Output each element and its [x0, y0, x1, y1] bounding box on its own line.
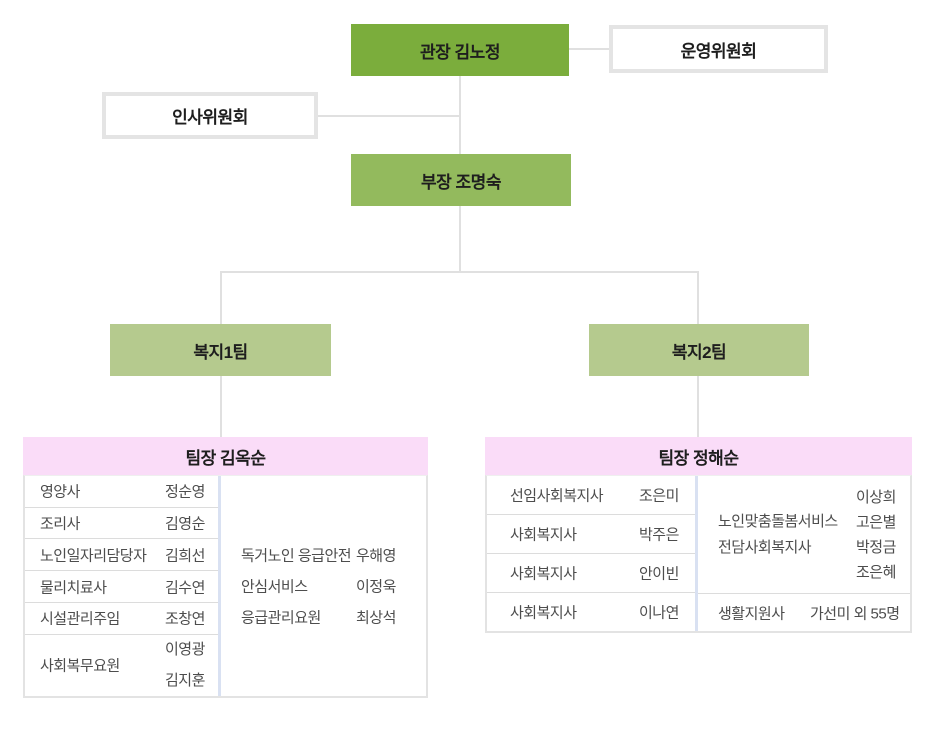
- wire-team2-table: [697, 376, 699, 437]
- member-name: 안이빈: [639, 565, 679, 583]
- table-row: 사회복무요원 이영광 김지훈: [25, 635, 218, 696]
- member-role: 생활지원사: [718, 605, 785, 622]
- hr-committee-label: 인사위원회: [172, 108, 248, 127]
- team1-members-pane: 영양사 정순영 조리사 김영순 노인일자리담당자 김희선 물리치료사 김수연 시…: [25, 476, 221, 696]
- member-role-line: 전담사회복지사: [718, 538, 812, 556]
- team1-side-pane: 독거노인 응급안전 우해영 안심서비스 이정욱 응급관리요원 최상석: [221, 476, 426, 696]
- team2-side-pane: 노인맞춤돌봄서비스 전담사회복지사 이상희 고은별 박정금 조은혜 생활지원사 …: [698, 476, 910, 631]
- team1-label: 복지1팀: [193, 342, 248, 362]
- table-row: 선임사회복지사 조은미: [487, 476, 695, 515]
- member-name: 이영광: [165, 641, 205, 659]
- steering-committee-box: 운영위원회: [609, 25, 828, 73]
- member-role: 시설관리주임: [40, 610, 120, 628]
- team2-leader-label: 팀장 정해순: [658, 448, 739, 468]
- member-name: 우해영: [356, 547, 396, 565]
- member-name: 가선미 외 55명: [810, 605, 900, 622]
- table-row: 사회복지사 이나연: [487, 593, 695, 631]
- table-row: 시설관리주임 조창연: [25, 603, 218, 635]
- table-row: 생활지원사 가선미 외 55명: [698, 593, 910, 631]
- member-role: 응급관리요원: [241, 609, 321, 627]
- member-role: 영양사: [40, 483, 80, 501]
- team2-side-group: 노인맞춤돌봄서비스 전담사회복지사 이상희 고은별 박정금 조은혜: [698, 476, 910, 593]
- wire-hr-trunk: [318, 115, 459, 117]
- member-name: 조창연: [165, 610, 205, 628]
- member-name: 박주은: [639, 526, 679, 544]
- wire-split-team1: [220, 271, 222, 324]
- member-name: 조은미: [639, 487, 679, 505]
- member-name: 이정욱: [356, 578, 396, 596]
- manager-box: 부장 조명숙: [351, 154, 571, 206]
- wire-director-steering: [569, 48, 609, 50]
- member-name: 이상희: [856, 488, 896, 506]
- wire-team1-table: [220, 376, 222, 437]
- member-name: 정순영: [165, 483, 205, 501]
- member-name: 김영순: [165, 515, 205, 533]
- team1-side-list: 독거노인 응급안전 우해영 안심서비스 이정욱 응급관리요원 최상석: [221, 476, 426, 696]
- team1-box: 복지1팀: [110, 324, 331, 376]
- team2-table-body: 선임사회복지사 조은미 사회복지사 박주은 사회복지사 안이빈 사회복지사 이나…: [485, 475, 912, 633]
- table-row: 독거노인 응급안전 우해영: [221, 540, 426, 571]
- wire-split-team2: [697, 271, 699, 324]
- table-row: 사회복지사 박주은: [487, 515, 695, 554]
- member-role: 물리치료사: [40, 579, 107, 597]
- table-row: 영양사 정순영: [25, 476, 218, 508]
- wire-split-horizontal: [220, 271, 699, 273]
- team1-leader-header: 팀장 김옥순: [23, 437, 428, 475]
- member-role: 독거노인 응급안전: [241, 547, 352, 565]
- member-role: 선임사회복지사: [510, 487, 604, 505]
- member-names: 이상희 고은별 박정금 조은혜: [856, 485, 896, 585]
- member-role: 사회복지사: [510, 526, 577, 544]
- wire-manager-split: [459, 206, 461, 272]
- member-name: 이나연: [639, 604, 679, 622]
- member-name: 최상석: [356, 609, 396, 627]
- table-row: 노인일자리담당자 김희선: [25, 539, 218, 572]
- table-row: 안심서비스 이정욱: [221, 571, 426, 602]
- member-name: 조은혜: [856, 563, 896, 581]
- director-label: 관장 김노정: [420, 42, 500, 62]
- table-row: 사회복지사 안이빈: [487, 554, 695, 593]
- table-row: 조리사 김영순: [25, 508, 218, 540]
- manager-label: 부장 조명숙: [421, 172, 501, 192]
- member-role: 노인일자리담당자: [40, 547, 147, 565]
- steering-committee-label: 운영위원회: [680, 41, 757, 61]
- member-role: 사회복지사: [510, 604, 577, 622]
- team2-table: 팀장 정해순 선임사회복지사 조은미 사회복지사 박주은 사회복지사 안이빈 사…: [485, 437, 912, 633]
- table-row: 응급관리요원 최상석: [221, 602, 426, 633]
- team2-leader-header: 팀장 정해순: [485, 437, 912, 475]
- table-row: 물리치료사 김수연: [25, 571, 218, 603]
- member-name: 김희선: [165, 547, 205, 565]
- team2-box: 복지2팀: [589, 324, 809, 376]
- team2-members-pane: 선임사회복지사 조은미 사회복지사 박주은 사회복지사 안이빈 사회복지사 이나…: [487, 476, 698, 631]
- hr-committee-box: 인사위원회: [102, 92, 318, 139]
- wire-director-manager: [459, 76, 461, 154]
- member-role: 조리사: [40, 515, 80, 533]
- member-names: 이영광 김지훈: [165, 634, 205, 696]
- director-box: 관장 김노정: [351, 24, 569, 76]
- team1-table-body: 영양사 정순영 조리사 김영순 노인일자리담당자 김희선 물리치료사 김수연 시…: [23, 475, 428, 698]
- member-name: 김지훈: [165, 672, 205, 690]
- member-name: 김수연: [165, 579, 205, 597]
- member-role: 노인맞춤돌봄서비스 전담사회복지사: [718, 509, 838, 561]
- team1-table: 팀장 김옥순 영양사 정순영 조리사 김영순 노인일자리담당자 김희선 물리치료…: [23, 437, 428, 698]
- member-role: 안심서비스: [241, 578, 308, 596]
- member-name: 고은별: [856, 513, 896, 531]
- member-role: 사회복무요원: [40, 657, 120, 675]
- member-role-line: 노인맞춤돌봄서비스: [718, 512, 838, 530]
- member-role: 사회복지사: [510, 565, 577, 583]
- team2-label: 복지2팀: [671, 342, 727, 362]
- team1-leader-label: 팀장 김옥순: [185, 448, 266, 468]
- member-name: 박정금: [856, 538, 896, 556]
